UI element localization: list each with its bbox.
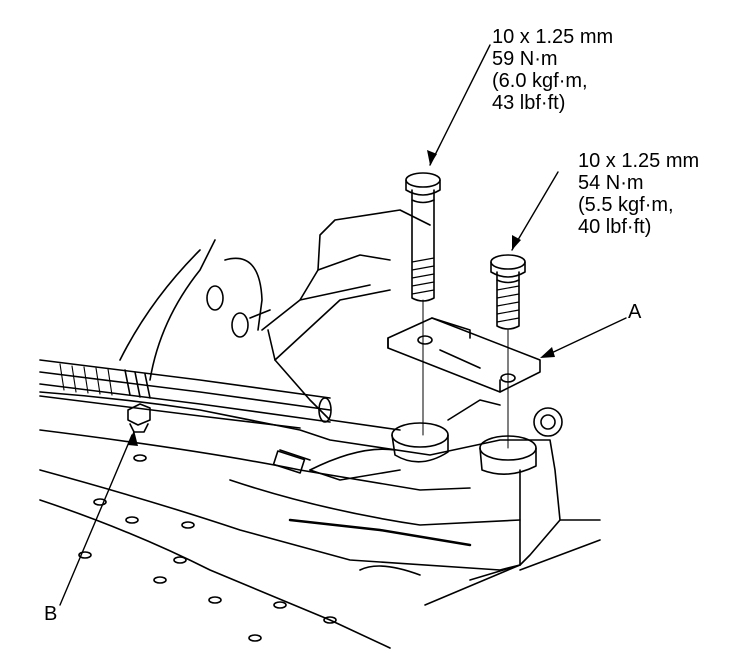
mount-bracket-a [388, 318, 540, 392]
bolt-alignment-lines [423, 300, 508, 448]
bolt-size: 10 x 1.25 mm [492, 26, 614, 48]
lower-mount [274, 400, 562, 480]
leader-long-bolt [430, 45, 490, 165]
leader-short-bolt [512, 172, 558, 250]
torque-spec-short-bolt: 10 x 1.25 mm 54 N·m (5.5 kgf·m, 40 lbf·f… [578, 150, 699, 238]
torque-spec-long-bolt: 10 x 1.25 mm 59 N·m (6.0 kgf·m, 43 lbf·f… [492, 26, 613, 114]
torque-nm: 59 N·m [492, 48, 558, 70]
arrow-b [128, 430, 138, 446]
torque-lbfft: 43 lbf·ft) [492, 92, 566, 114]
torque-kgfm: (5.5 kgf·m, [578, 194, 674, 216]
leader-a [545, 318, 626, 356]
torque-nm: 54 N·m [578, 172, 644, 194]
arrow-short-bolt [512, 235, 521, 250]
leader-b [60, 435, 132, 605]
clip-b [128, 404, 150, 432]
cable-bundle [40, 360, 331, 428]
long-bolt [406, 173, 440, 301]
short-bolt [491, 255, 525, 329]
callout-label-b: B [44, 603, 58, 625]
arrow-long-bolt [427, 150, 437, 165]
callout-label-a: A [628, 301, 642, 323]
arrow-a [540, 347, 555, 358]
arrowheads [128, 150, 555, 446]
subframe [40, 392, 600, 648]
torque-kgfm: (6.0 kgf·m, [492, 70, 588, 92]
bolt-size: 10 x 1.25 mm [578, 150, 700, 172]
leader-lines [60, 45, 626, 605]
subframe-holes [79, 455, 336, 641]
engine-housing [120, 210, 430, 430]
torque-lbfft: 40 lbf·ft) [578, 216, 652, 238]
